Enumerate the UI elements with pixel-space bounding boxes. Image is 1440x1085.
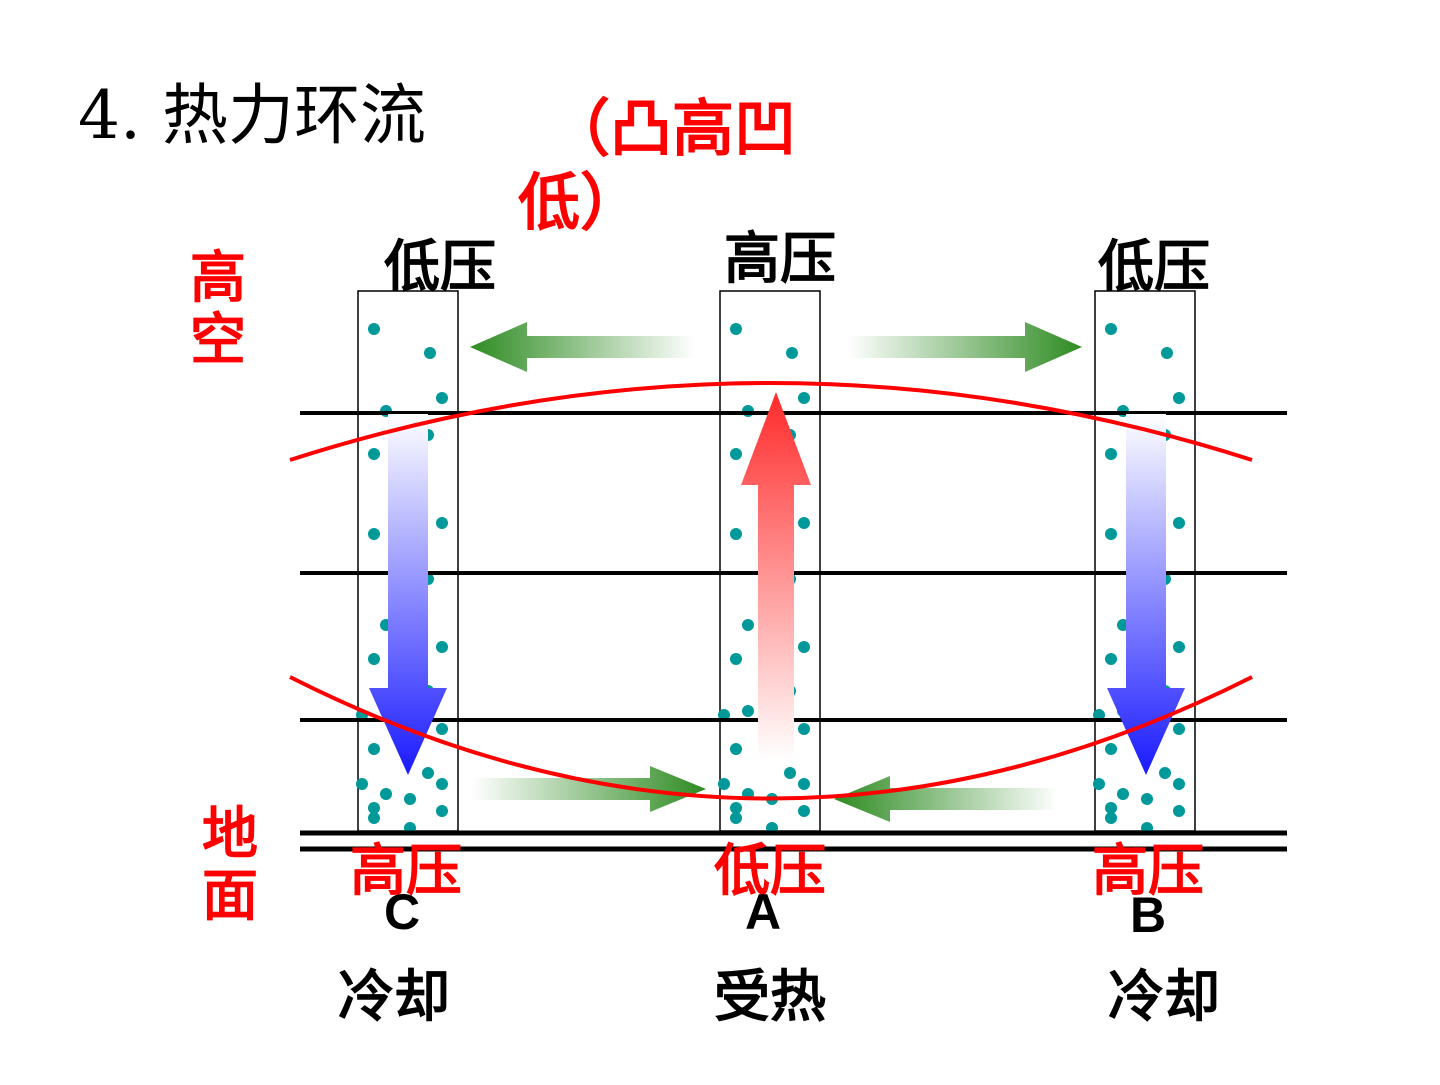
upper-pressure-center: 高压 [724, 227, 836, 292]
air-molecule-dot [1093, 778, 1105, 790]
surface-isobar-concave [289, 675, 1253, 801]
air-molecule-dot [368, 653, 380, 665]
air-molecule-dot [742, 619, 754, 631]
air-molecule-dot [368, 528, 380, 540]
air-molecule-dot [436, 517, 448, 529]
air-molecule-dot [436, 723, 448, 735]
air-molecule-dot [368, 323, 380, 335]
air-molecule-dot [1173, 392, 1185, 404]
air-molecule-dot [368, 448, 380, 460]
air-molecule-dot [730, 528, 742, 540]
air-molecule-dot [380, 788, 392, 800]
surface-pressure-left: 高压 [350, 839, 462, 904]
air-molecule-dot [1105, 653, 1117, 665]
air-molecule-dot [798, 641, 810, 653]
side-label-upper-air: 高空 [190, 246, 246, 373]
air-molecule-dot [730, 812, 742, 824]
air-molecule-dot [356, 778, 368, 790]
air-molecule-dot [404, 793, 416, 805]
air-molecule-dot [798, 517, 810, 529]
surface-pressure-right: 高压 [1092, 839, 1204, 904]
air-molecule-dot [424, 347, 436, 359]
air-molecule-dot [436, 778, 448, 790]
location-state-a: 受热 [714, 965, 826, 1030]
upper-pressure-left: 低压 [384, 235, 496, 300]
air-molecule-dot [1105, 528, 1117, 540]
air-molecule-dot [436, 392, 448, 404]
air-molecule-dot [368, 743, 380, 755]
air-molecule-dot [730, 802, 742, 814]
location-letter-c: C [384, 884, 421, 940]
air-molecule-dot [436, 805, 448, 817]
upper-pressure-right: 低压 [1098, 235, 1210, 300]
rule-note-line2: 低） [518, 166, 643, 239]
air-molecule-dot [798, 778, 810, 790]
air-molecule-dot [730, 743, 742, 755]
rule-note-line1: （凸高凹 [548, 92, 797, 165]
air-molecule-dot [1173, 805, 1185, 817]
air-molecule-dot [730, 653, 742, 665]
location-state-b: 冷却 [1108, 965, 1220, 1030]
air-molecule-dot [1105, 812, 1117, 824]
air-molecule-dot [730, 323, 742, 335]
air-molecule-dot [436, 641, 448, 653]
air-molecules [356, 323, 1185, 834]
air-molecule-dot [718, 778, 730, 790]
upper-flow-arrow-right [848, 322, 1082, 372]
upper-isobar-convex [289, 381, 1253, 462]
location-state-c: 冷却 [338, 965, 450, 1030]
air-molecule-dot [1105, 448, 1117, 460]
location-letter-a: A [745, 884, 782, 940]
surface-pressure-center: 低压 [714, 839, 826, 904]
air-molecule-dot [1173, 778, 1185, 790]
side-label-ground: 地面 [202, 802, 258, 929]
air-molecule-dot [1117, 788, 1129, 800]
air-molecule-dot [798, 392, 810, 404]
air-molecule-dot [1173, 641, 1185, 653]
air-molecule-dot [1105, 802, 1117, 814]
air-molecule-dot [730, 448, 742, 460]
location-letter-b: B [1130, 887, 1167, 943]
air-molecule-dot [1141, 793, 1153, 805]
air-molecule-dot [368, 812, 380, 824]
air-molecule-dot [368, 802, 380, 814]
air-molecule-dot [1105, 323, 1117, 335]
air-molecule-dot [422, 767, 434, 779]
air-molecule-dot [798, 805, 810, 817]
diagram-title: 4. 热力环流 [78, 77, 426, 154]
air-molecule-dot [742, 705, 754, 717]
upper-flow-arrow-left [470, 322, 695, 372]
descending-arrow-c [369, 414, 447, 775]
air-molecule-dot [1173, 517, 1185, 529]
air-molecule-dot [786, 347, 798, 359]
descending-arrow-b [1107, 414, 1185, 775]
ascending-arrow-a [741, 392, 811, 760]
air-molecule-dot [1161, 347, 1173, 359]
air-molecule-dot [798, 723, 810, 735]
air-molecule-dot [1159, 767, 1171, 779]
air-molecule-dot [1173, 723, 1185, 735]
air-molecule-dot [1105, 743, 1117, 755]
surface-flow-arrow-right [472, 766, 706, 812]
air-molecule-dot [784, 767, 796, 779]
surface-flow-arrow-left [834, 776, 1058, 822]
